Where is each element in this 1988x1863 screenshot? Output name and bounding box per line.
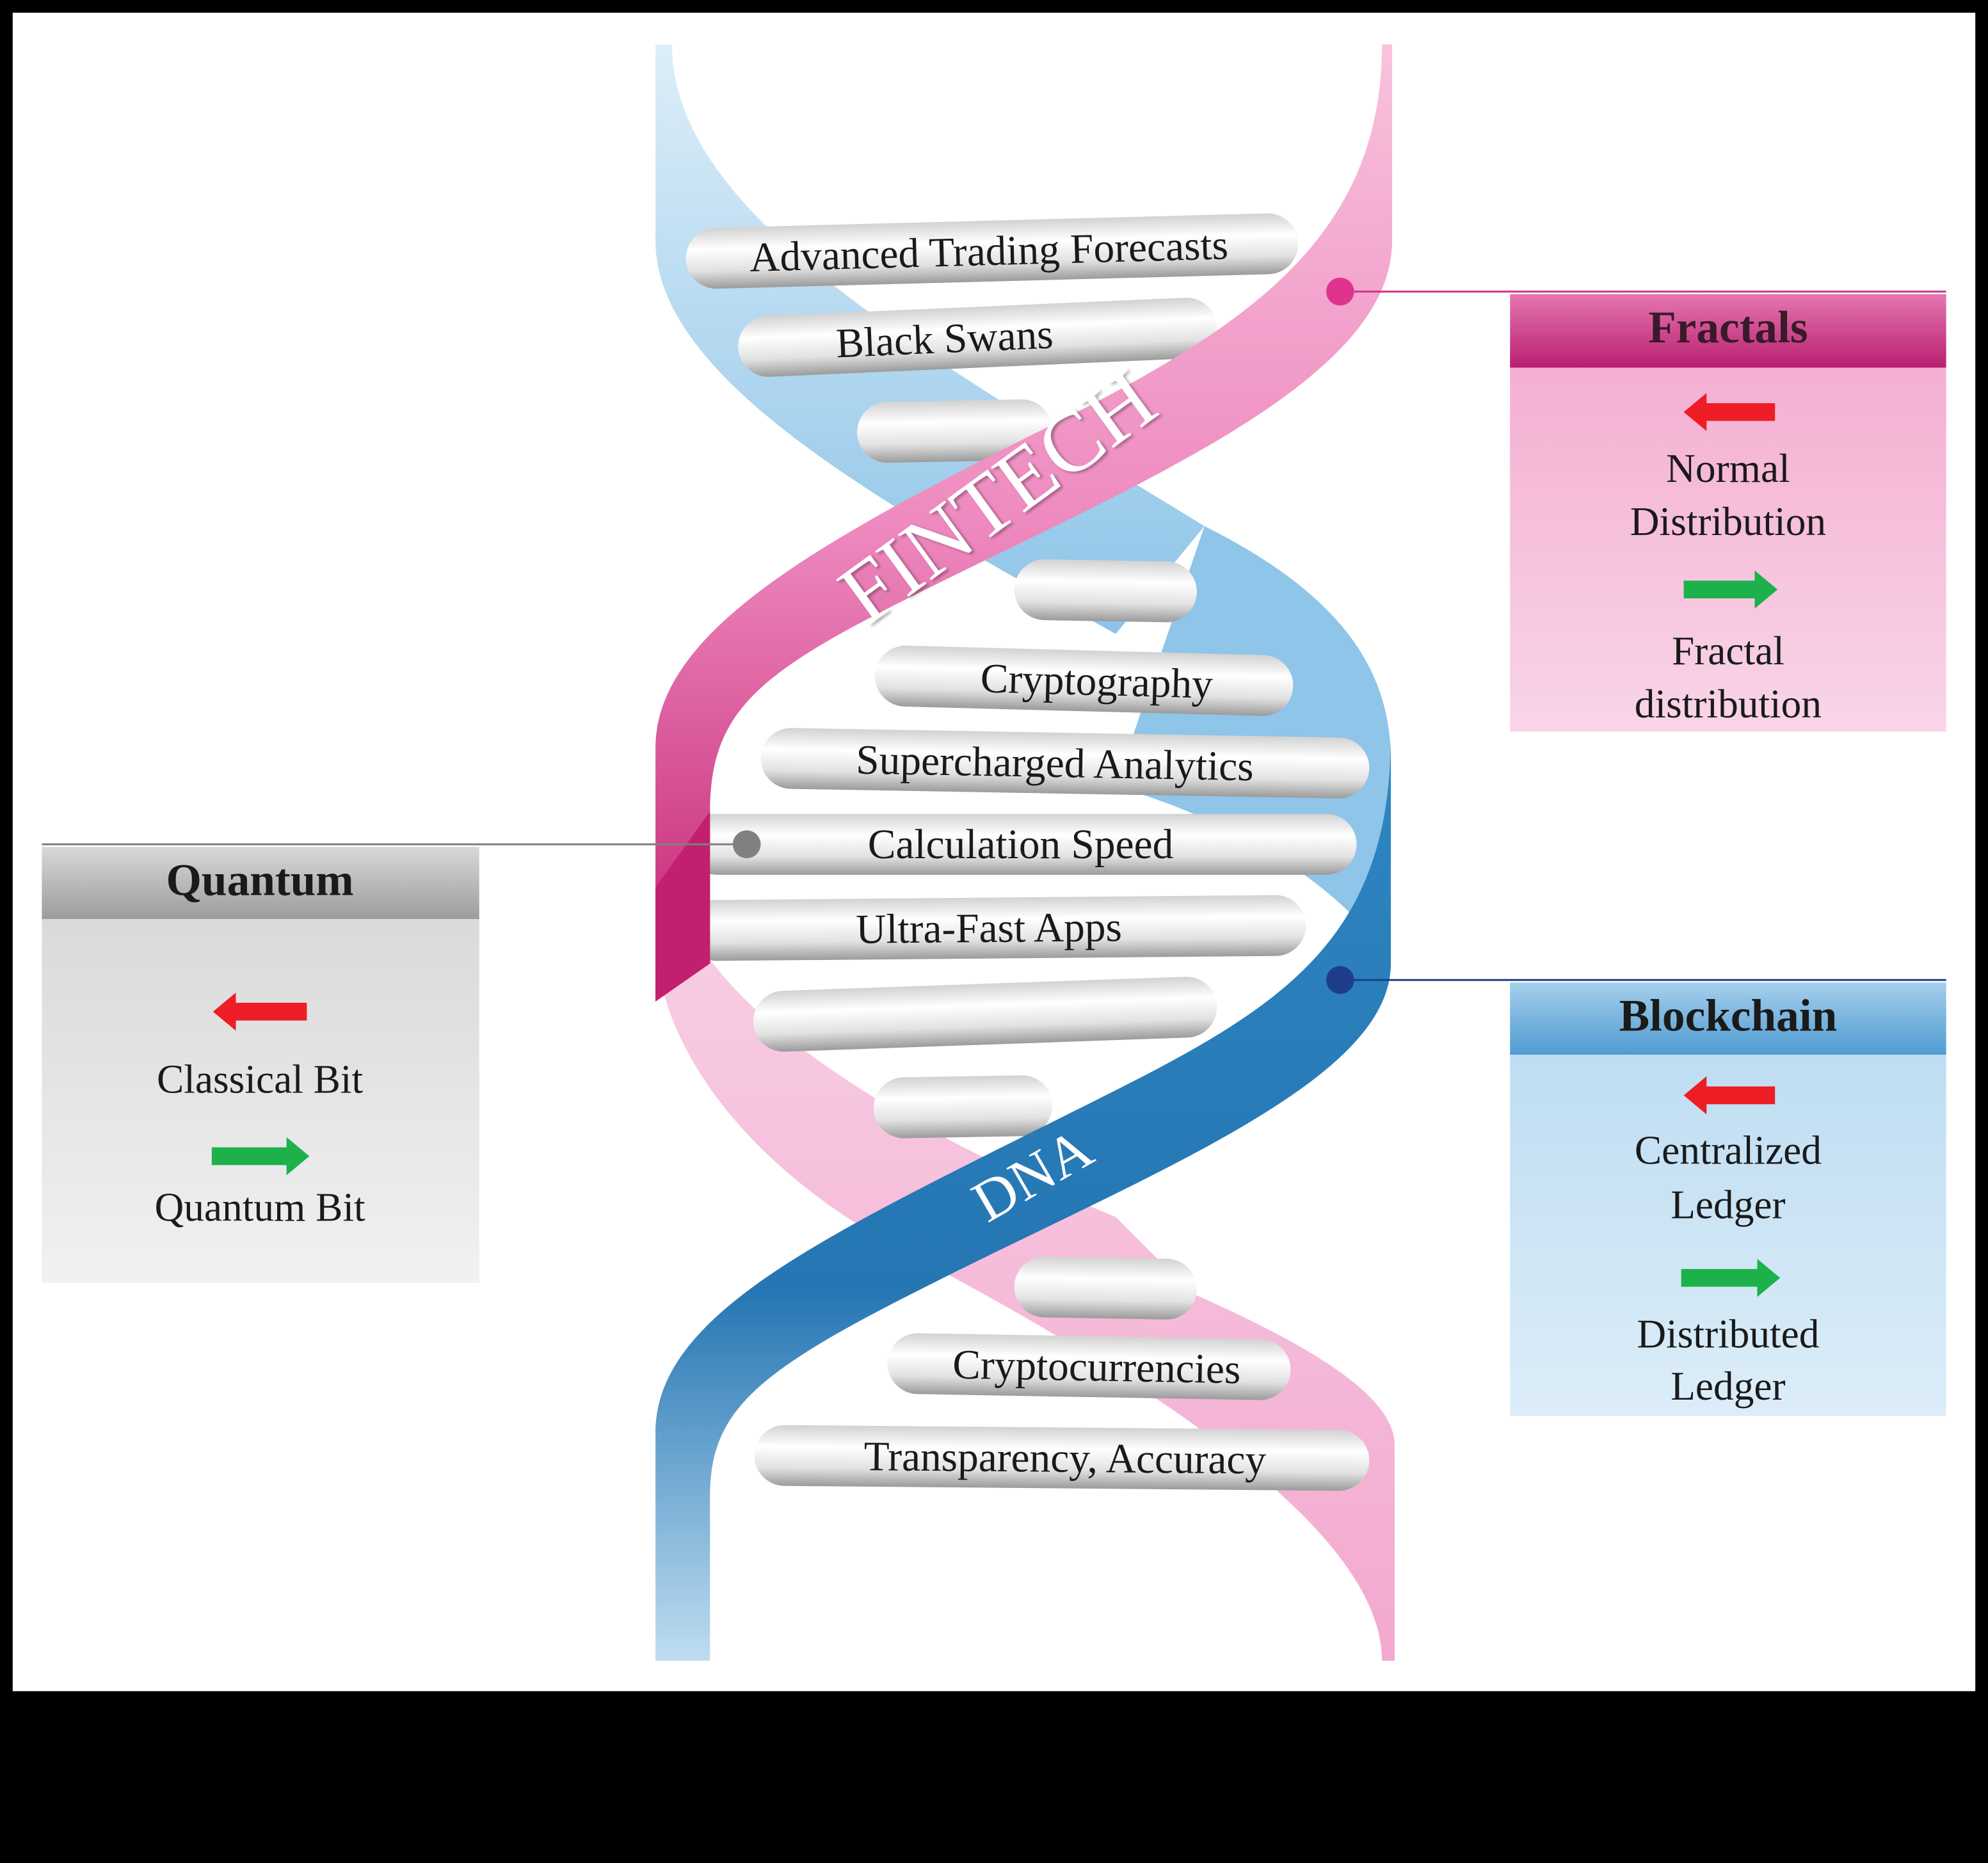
helix-rung-bar (738, 298, 1217, 377)
fractals-panel-title: Fractals (1648, 302, 1808, 353)
front-strand-pink (655, 44, 1392, 1002)
blockchain-left-label-line2: Ledger (1671, 1183, 1785, 1227)
helix-rung-label: Ultra-Fast Apps (856, 904, 1122, 953)
fractals-panel-header (1510, 294, 1946, 368)
helix-rung: Cryptography (874, 645, 1294, 716)
blockchain-panel-header (1510, 982, 1946, 1055)
blockchain-left-label-line1: Centralized (1635, 1128, 1822, 1172)
blockchain-panel-title: Blockchain (1619, 990, 1838, 1041)
blockchain-panel-body (1510, 1055, 1946, 1416)
helix-rung: Supercharged Analytics (760, 728, 1370, 799)
helix-rung-label: Cryptocurrencies (952, 1341, 1241, 1393)
helix-rung (1014, 1256, 1197, 1320)
helix-rung-bar (857, 399, 1053, 463)
arrow-right-green-icon (211, 1137, 310, 1176)
blockchain-panel: Blockchain Centralized Ledger Distribute… (1510, 982, 1946, 1416)
quantum-panel-header (42, 847, 479, 920)
quantum-connector-dot (732, 830, 761, 859)
helix-rung (857, 399, 1053, 463)
helix-rung-bar (1014, 559, 1197, 623)
helix-rung (873, 1075, 1053, 1139)
helix-rung-label: Cryptography (980, 655, 1214, 707)
helix-rung-bar (685, 895, 1306, 961)
helix-rung-label: Transparency, Accuracy (863, 1434, 1266, 1483)
fractals-left-label-line1: Normal (1666, 446, 1790, 491)
blockchain-right-label-line1: Distributed (1637, 1312, 1819, 1357)
blockchain-right-label-line2: Ledger (1671, 1364, 1785, 1409)
fractals-panel-body (1510, 367, 1946, 732)
blockchain-connector-dot (1326, 966, 1354, 995)
quantum-panel-body (42, 919, 479, 1283)
fractals-right-label-line2: distribution (1635, 682, 1822, 726)
helix-rung: Calculation Speed (685, 813, 1357, 875)
fractals-left-label-line2: Distribution (1630, 499, 1826, 544)
front-strand-blue (655, 735, 1391, 1661)
helix-rung-label: Supercharged Analytics (856, 737, 1255, 790)
helix-rung-bar (760, 728, 1370, 799)
helix-rung-bar (874, 645, 1294, 716)
pink-strand-shadow (655, 811, 710, 1002)
helix-rung (1014, 559, 1197, 623)
helix-rung: Cryptocurrencies (887, 1333, 1291, 1400)
arrow-right-green-icon (1683, 570, 1778, 609)
fractals-right-label-line1: Fractal (1672, 628, 1784, 673)
arrow-left-red-icon (212, 993, 307, 1031)
helix-rung-bar (754, 1425, 1370, 1491)
helix-rung: Transparency, Accuracy (754, 1425, 1370, 1491)
helix-rung-bar (753, 977, 1217, 1052)
quantum-left-label: Classical Bit (157, 1057, 364, 1102)
helix-rung-bar (685, 813, 1357, 875)
fractals-panel: Fractals Normal Distribution Fractal dis… (1510, 294, 1946, 732)
helix-rung-bar (1014, 1256, 1197, 1320)
arrow-left-red-icon (1683, 393, 1776, 431)
helix-rung: Ultra-Fast Apps (685, 895, 1306, 961)
helix-rung-bar (887, 1333, 1291, 1400)
fractals-connector-dot (1326, 277, 1354, 306)
quantum-panel: Quantum Classical Bit Quantum Bit (42, 847, 479, 1283)
helix-rung-label: Calculation Speed (868, 822, 1173, 868)
helix-rung-bar (873, 1075, 1053, 1139)
helix-rung (753, 977, 1217, 1052)
quantum-panel-title: Quantum (166, 855, 353, 906)
quantum-right-label: Quantum Bit (154, 1185, 365, 1230)
helix-rung-bar (685, 213, 1299, 289)
helix-rung: Advanced Trading Forecasts (685, 213, 1299, 289)
helix-rung-label: Black Swans (835, 312, 1054, 367)
arrow-left-red-icon (1683, 1076, 1776, 1115)
arrow-right-green-icon (1681, 1259, 1781, 1297)
helix-rung: Black Swans (738, 298, 1217, 377)
